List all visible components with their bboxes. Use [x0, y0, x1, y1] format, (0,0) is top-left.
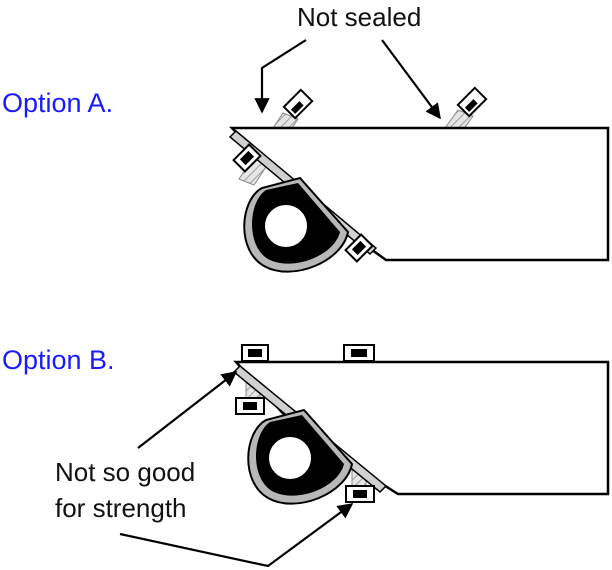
arrow-icon: [137, 371, 238, 449]
option-b-assembly: [119, 344, 610, 568]
option-a-assembly: [228, 39, 610, 273]
bolt-icon: [345, 485, 375, 503]
bolt-icon: [456, 86, 488, 118]
arrow-icon: [381, 39, 441, 120]
option-b-label: Option B.: [2, 345, 115, 375]
bolt-icon: [235, 397, 265, 415]
bolt-icon: [282, 88, 314, 120]
clamp-icon: [243, 176, 350, 273]
strength-callout-line1: Not so good: [55, 457, 196, 487]
bolt-icon: [344, 233, 374, 263]
bolt-icon: [343, 344, 375, 362]
arrow-icon: [254, 39, 307, 114]
not-sealed-callout: Not sealed: [297, 2, 422, 32]
arrow-icon: [119, 503, 354, 568]
bolt-icon: [241, 344, 269, 362]
bolt-icon: [232, 143, 262, 173]
strength-callout-line2: for strength: [55, 493, 187, 523]
option-a-label: Option A.: [2, 88, 114, 118]
clamp-icon: [247, 408, 354, 505]
